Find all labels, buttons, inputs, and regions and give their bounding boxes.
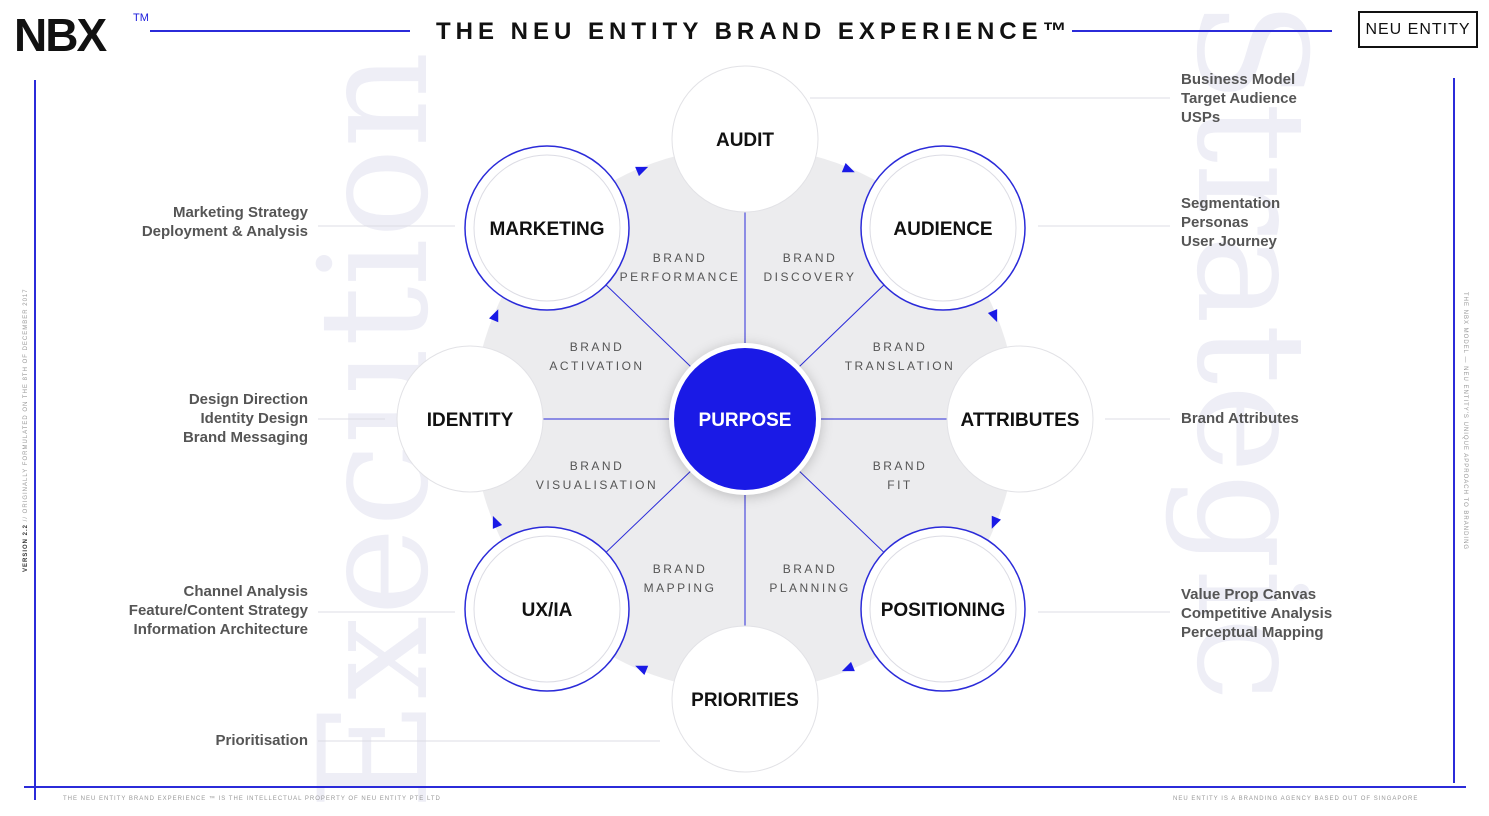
node-2: ATTRIBUTES [946,345,1094,493]
node-label: POSITIONING [881,600,1006,621]
node-6: IDENTITY [396,345,544,493]
left-rule [34,80,36,800]
detail: Feature/Content Strategy [128,602,308,619]
clockwise-arrow-icon [635,166,649,177]
page-title: THE NEU ENTITY BRAND EXPERIENCE™ [436,18,1072,45]
segment-label: TRANSLATION [845,359,956,373]
detail: Prioritisation [215,732,308,749]
clockwise-arrow-icon [635,665,649,675]
priorities-details: Prioritisation [215,731,308,750]
clockwise-arrow-icon [841,163,855,173]
detail: Identity Design [200,410,308,427]
node-1: AUDIENCE [860,145,1026,311]
footer-left: THE NEU ENTITY BRAND EXPERIENCE ™ IS THE… [63,796,441,802]
segment-label: BRAND [873,459,928,473]
segment-label: PLANNING [769,581,850,595]
segment-label: DISCOVERY [764,270,857,284]
detail: Brand Messaging [182,429,308,446]
header-rule-left [150,30,410,32]
node-label: AUDIT [716,130,774,151]
clockwise-arrow-icon [489,309,499,323]
detail: Value Prop Canvas [1181,586,1317,603]
attributes-details: Brand Attributes [1181,409,1299,428]
segment-label: ACTIVATION [549,359,644,373]
detail: Perceptual Mapping [1181,624,1324,641]
node-label: MARKETING [489,219,604,240]
segment-label: BRAND [653,562,708,576]
node-label: AUDIENCE [893,219,992,240]
node-label: ATTRIBUTES [961,410,1080,431]
clockwise-arrow-icon [841,661,855,672]
detail: Information Architecture [133,621,308,638]
segment-label: FIT [887,478,913,492]
footer-right: NEU ENTITY IS A BRANDING AGENCY BASED OU… [1173,796,1419,802]
detail: Channel Analysis [183,583,308,600]
segment-label: BRAND [873,340,928,354]
detail: Business Model [1181,71,1296,88]
segment-label: MAPPING [644,581,717,595]
detail: Marketing Strategy [172,204,308,221]
node-5: UX/IA [464,526,630,692]
detail: Target Audience [1181,90,1297,107]
node-label: IDENTITY [427,410,514,431]
segment-label: BRAND [570,459,625,473]
purpose-node [674,348,816,490]
segment-label: BRAND [783,251,838,265]
segment-label: BRAND [570,340,625,354]
purpose-label: PURPOSE [699,410,792,431]
clockwise-arrow-icon [991,515,1001,529]
segment-label: BRAND [783,562,838,576]
detail: Design Direction [188,391,308,408]
detail: Segmentation [1181,195,1281,212]
segment-label: BRAND [653,251,708,265]
right-rule [1453,78,1455,783]
header-rule-right [1072,30,1332,32]
node-label: PRIORITIES [691,690,799,711]
detail: USPs [1181,109,1221,126]
footer-rule [24,786,1466,788]
brand-badge: NEU ENTITY [1358,11,1478,48]
node-4: PRIORITIES [671,625,819,773]
segment-label: PERFORMANCE [620,270,741,284]
node-7: MARKETING [464,145,630,311]
detail: Deployment & Analysis [141,223,308,240]
node-0: AUDIT [671,65,819,213]
logo-trademark: TM [133,12,149,24]
node-label: UX/IA [522,600,573,621]
detail: User Journey [1181,233,1277,250]
clockwise-arrow-icon [492,515,503,529]
segment-label: VISUALISATION [536,478,658,492]
detail: Personas [1181,214,1249,231]
detail: Competitive Analysis [1181,605,1333,622]
nbx-logo: NBX [14,9,107,61]
clockwise-arrow-icon [987,309,998,323]
detail: Brand Attributes [1181,410,1299,427]
node-3: POSITIONING [860,526,1026,692]
